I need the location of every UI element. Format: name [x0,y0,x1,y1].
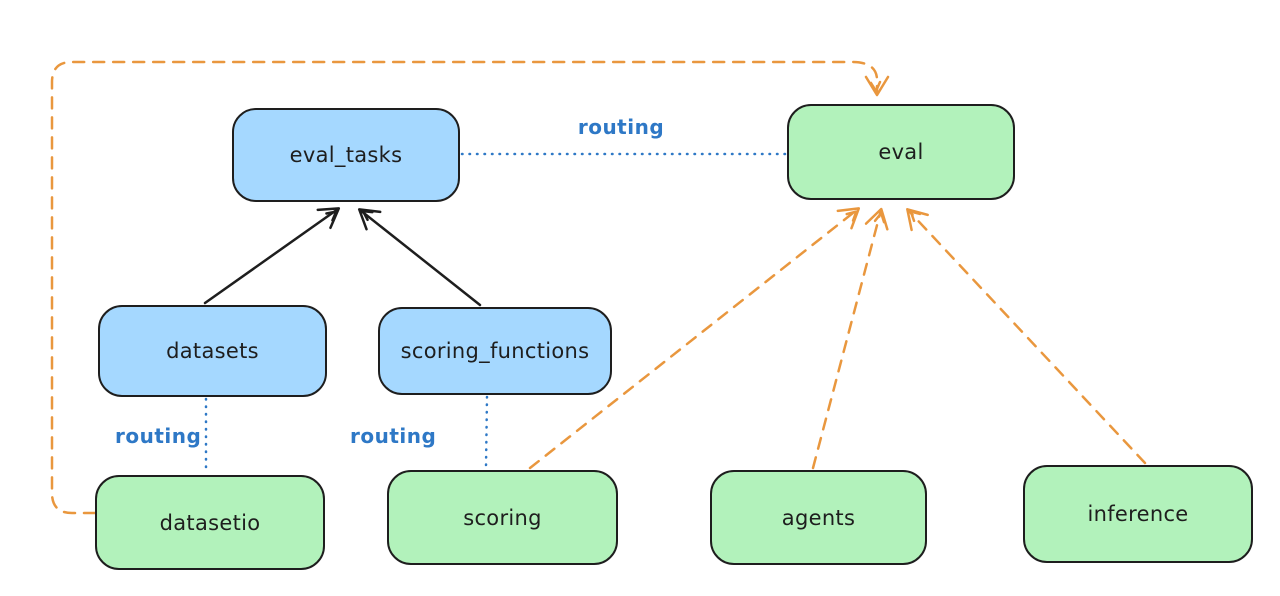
node-datasetio: datasetio [95,475,325,570]
edge-scoring-functions-to-scoring [484,395,489,469]
edge-agents-to-eval [811,207,889,470]
edge-label-routing-top: routing [577,115,665,139]
node-datasets-label: datasets [166,339,259,363]
node-eval-tasks: eval_tasks [232,108,460,202]
edge-datasets-to-eval-tasks [203,207,341,305]
node-datasetio-label: datasetio [159,510,261,535]
edge-label-routing-scoring: routing [350,424,437,448]
node-datasets: datasets [98,305,327,397]
node-eval-label: eval [878,140,924,164]
node-eval: eval [787,104,1015,200]
node-scoring: scoring [387,470,618,565]
node-scoring-label: scoring [463,505,542,530]
node-scoring-functions-label: scoring_functions [400,339,590,363]
node-eval-tasks-label: eval_tasks [289,143,403,167]
node-inference: inference [1023,465,1253,563]
node-inference-label: inference [1087,502,1189,526]
node-scoring-functions: scoring_functions [378,307,612,395]
node-agents-label: agents [781,505,856,530]
node-agents: agents [710,470,927,565]
edge-inference-to-eval [906,208,1147,465]
edge-scoring-functions-to-eval-tasks [357,208,482,307]
edge-datasetio-to-eval [50,60,890,515]
edge-scoring-to-eval [528,207,861,470]
edge-label-routing-datasetio: routing [115,424,202,448]
